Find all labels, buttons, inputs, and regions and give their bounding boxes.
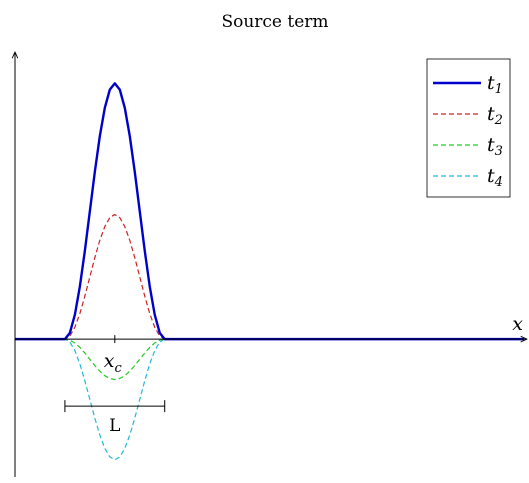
legend: t1 t2 t3 t4	[426, 58, 511, 198]
center-label-subscript: c	[115, 361, 123, 376]
legend-label-t3: t3	[487, 134, 503, 159]
legend-box	[426, 58, 511, 198]
legend-label-t4: t4	[487, 165, 503, 190]
x-axis-label: x	[512, 313, 523, 335]
legend-label-t2: t2	[487, 103, 503, 128]
series-line-t3	[15, 338, 524, 381]
series-line-t1	[15, 82, 524, 341]
series-line-t2	[15, 213, 524, 340]
series-line-t4	[15, 338, 524, 461]
width-annotation: L	[64, 400, 166, 436]
series-layer	[15, 82, 524, 461]
center-label-main: x	[104, 350, 115, 372]
chart-title: Source term	[221, 12, 328, 32]
center-label: xc	[104, 350, 123, 376]
width-label: L	[109, 416, 120, 436]
legend-label-t1: t1	[487, 72, 503, 97]
